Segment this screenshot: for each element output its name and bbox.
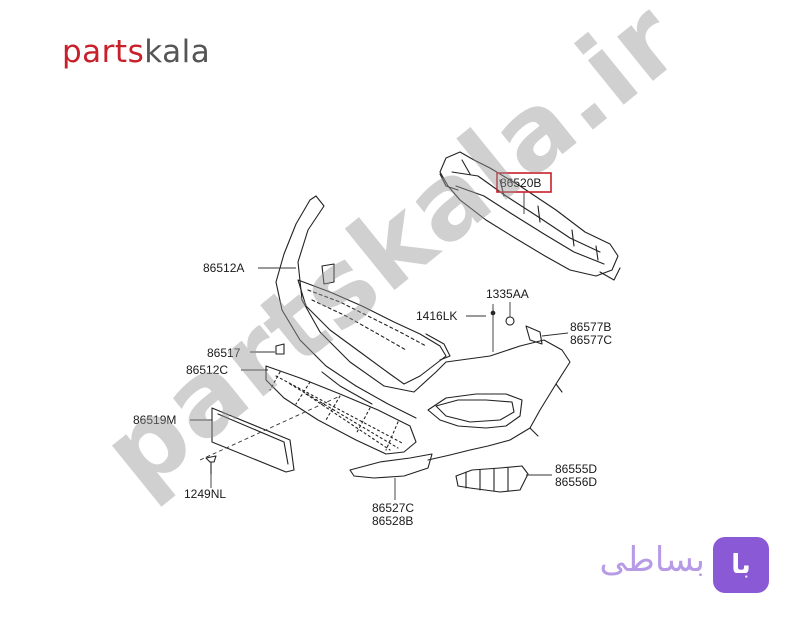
highlight-box: [496, 172, 552, 193]
license-plate-bracket-part: [211, 407, 295, 473]
label-1416LK: 1416LK: [416, 309, 457, 323]
label-86556D: 86556D: [555, 475, 597, 489]
label-86528B: 86528B: [372, 514, 413, 528]
label-86577C: 86577C: [570, 333, 612, 347]
label-86555D: 86555D: [555, 462, 597, 476]
basati-logo-badge: با: [713, 537, 769, 593]
label-86517: 86517: [207, 346, 241, 360]
part-labels: 86520B 86512A 1335AA 1416LK 86577B 86577…: [133, 176, 612, 528]
partskala-logo: partskala: [62, 34, 210, 70]
label-86520B: 86520B: [500, 176, 541, 190]
logo-part-parts: parts: [62, 34, 145, 70]
front-lip-part: [349, 453, 433, 479]
energy-absorber-part: [439, 151, 621, 281]
logo-part-kala: kala: [144, 34, 211, 70]
label-1249NL: 1249NL: [184, 487, 226, 501]
label-1335AA: 1335AA: [486, 287, 529, 301]
basati-brand-text: بساطی: [599, 540, 705, 580]
label-86512C: 86512C: [186, 363, 228, 377]
label-86519M: 86519M: [133, 413, 176, 427]
side-bracket-part: [455, 465, 529, 493]
lower-grille-part: [265, 365, 417, 455]
label-86527C: 86527C: [372, 501, 414, 515]
label-86512A: 86512A: [203, 261, 244, 275]
label-86577B: 86577B: [570, 320, 611, 334]
upper-grille-part: [297, 263, 451, 385]
bumper-cover-part: [275, 195, 571, 461]
leader-lines: [190, 192, 569, 500]
